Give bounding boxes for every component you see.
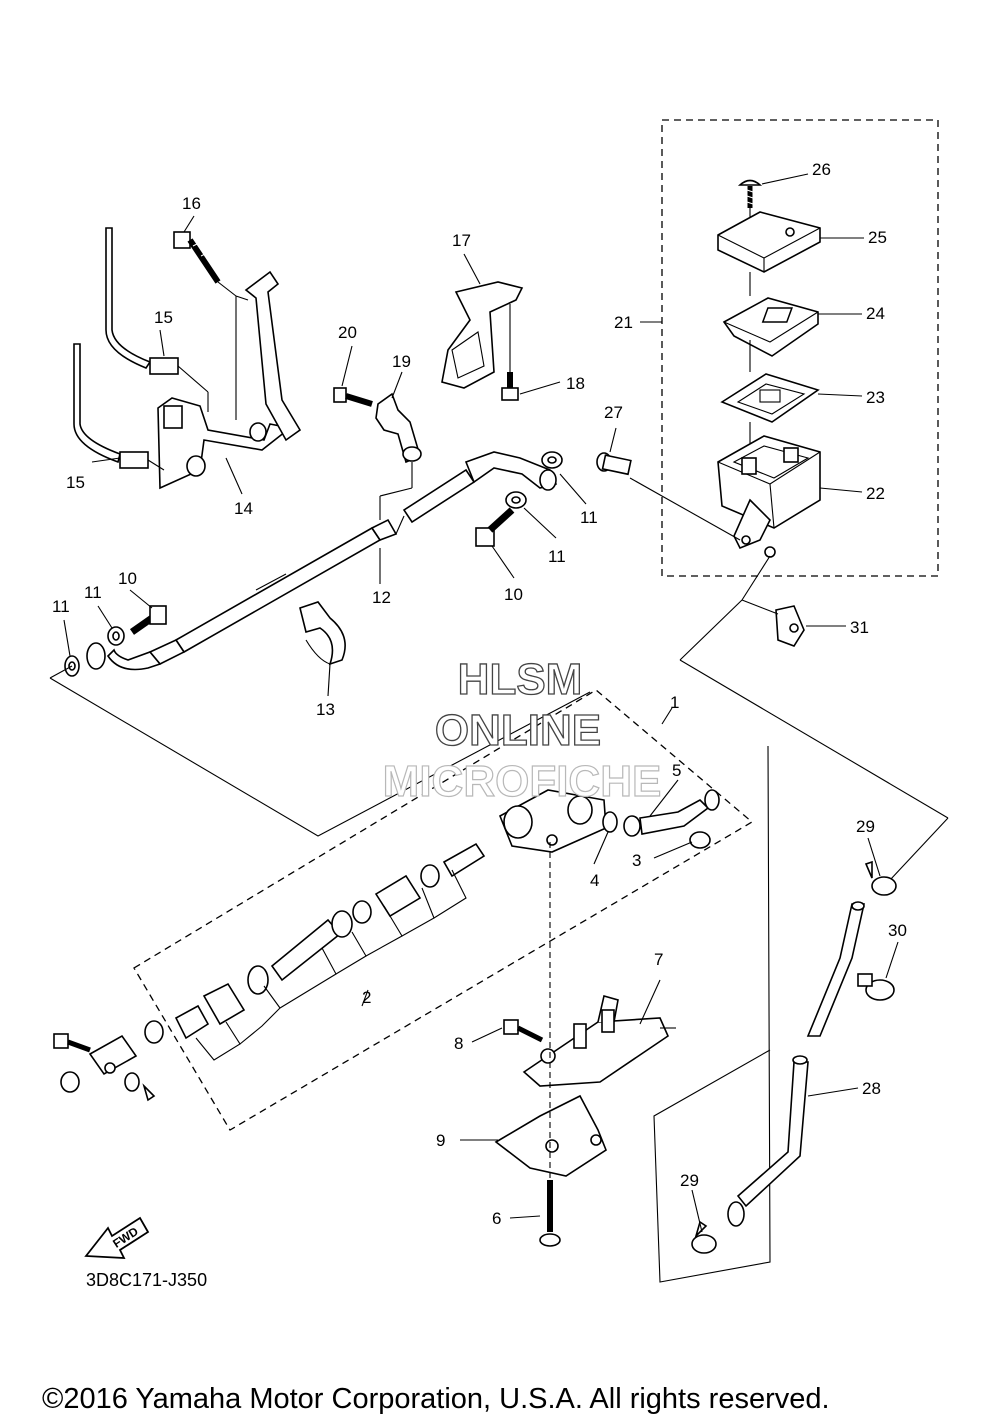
part-10-bolt-left — [129, 605, 167, 635]
callout-13: 13 — [316, 700, 335, 719]
callout-31: 31 — [850, 618, 869, 637]
part-16-bolt — [173, 231, 221, 284]
part-12-brake-hose — [86, 451, 558, 671]
callout-12: 12 — [372, 588, 391, 607]
part-17-bracket — [441, 281, 524, 389]
part-7-bracket — [522, 994, 676, 1087]
part-27-bolt — [596, 452, 632, 476]
callout-30: 30 — [888, 921, 907, 940]
callout-7: 7 — [654, 950, 663, 969]
fwd-arrow: FWD — [84, 1216, 150, 1259]
watermark: HLSM ONLINE MICROFICHE — [382, 654, 662, 806]
callout-6: 6 — [492, 1209, 501, 1228]
callout-8: 8 — [454, 1034, 463, 1053]
part-9-bracket — [494, 1094, 607, 1177]
part-4-o-ring — [602, 811, 618, 833]
callout-27: 27 — [604, 403, 623, 422]
callout-20: 20 — [338, 323, 357, 342]
callout-4: 4 — [590, 871, 599, 890]
callout-25: 25 — [868, 228, 887, 247]
callout-2: 2 — [362, 988, 371, 1007]
callout-21: 21 — [614, 313, 633, 332]
part-15-cable-tie-lower — [73, 343, 165, 471]
part-20-bolt — [333, 387, 373, 407]
part-31-clip — [775, 605, 805, 647]
part-6-bolt — [539, 1180, 561, 1247]
part-11-washer-b — [107, 626, 125, 646]
part-22-reservoir — [717, 435, 821, 558]
copyright-text: ©2016 Yamaha Motor Corporation, U.S.A. A… — [42, 1383, 830, 1415]
reservoir-group-box — [661, 119, 939, 577]
part-18-bolt — [501, 372, 519, 401]
callout-10-right: 10 — [504, 585, 523, 604]
callout-11-b: 11 — [84, 583, 102, 602]
part-23-diaphragm — [720, 373, 820, 423]
part-5-pipe — [623, 789, 720, 837]
callout-28: 28 — [862, 1079, 881, 1098]
callout-23: 23 — [866, 388, 885, 407]
watermark-line-1: HLSM — [458, 655, 583, 704]
diagram-code: 3D8C171-J350 — [86, 1270, 207, 1290]
part-25-cap — [717, 211, 821, 273]
part-29-clamp-lower — [691, 1220, 717, 1254]
callout-26: 26 — [812, 160, 831, 179]
callout-19: 19 — [392, 352, 411, 371]
callout-11-c: 11 — [548, 547, 566, 566]
part-13-hose-clip — [299, 601, 346, 666]
callout-18: 18 — [566, 374, 585, 393]
part-26-screw — [737, 179, 763, 208]
part-3-ring — [689, 831, 711, 849]
callout-5: 5 — [672, 761, 681, 780]
watermark-line-2: ONLINE — [435, 706, 601, 755]
callout-15-upper: 15 — [154, 308, 173, 327]
callout-3: 3 — [632, 851, 641, 870]
callout-11-a: 11 — [52, 597, 70, 616]
callout-11-d: 11 — [580, 508, 598, 527]
leader-lines — [63, 173, 899, 1233]
part-14-bracket — [157, 270, 302, 490]
part-11-washer-c — [505, 491, 527, 509]
watermark-line-3: MICROFICHE — [383, 757, 662, 806]
part-28-hose — [727, 901, 865, 1227]
callout-15-lower: 15 — [66, 473, 85, 492]
clevis-assembly — [53, 1020, 164, 1102]
callout-10-left: 10 — [118, 569, 137, 588]
part-8-bolt — [503, 1019, 544, 1043]
callout-1: 1 — [670, 693, 679, 712]
callout-29-upper: 29 — [856, 817, 875, 836]
callout-labels: 26 25 21 24 23 27 22 31 16 17 15 20 19 1… — [52, 160, 907, 1228]
callout-29-lower: 29 — [680, 1171, 699, 1190]
callout-17: 17 — [452, 231, 471, 250]
callout-9: 9 — [436, 1131, 445, 1150]
part-24-plate — [722, 297, 819, 357]
callout-16: 16 — [182, 194, 201, 213]
part-29-clamp-upper — [864, 860, 897, 896]
part-11-washer-d — [541, 451, 563, 469]
callout-14: 14 — [234, 499, 253, 518]
callout-24: 24 — [866, 304, 885, 323]
part-30-clamp — [857, 973, 895, 1001]
part-19-clamp — [375, 392, 422, 464]
part-10-bolt-right — [475, 507, 515, 547]
part-2-piston-assembly — [174, 842, 486, 1040]
callout-22: 22 — [866, 484, 885, 503]
part-15-cable-tie-upper — [105, 227, 209, 412]
